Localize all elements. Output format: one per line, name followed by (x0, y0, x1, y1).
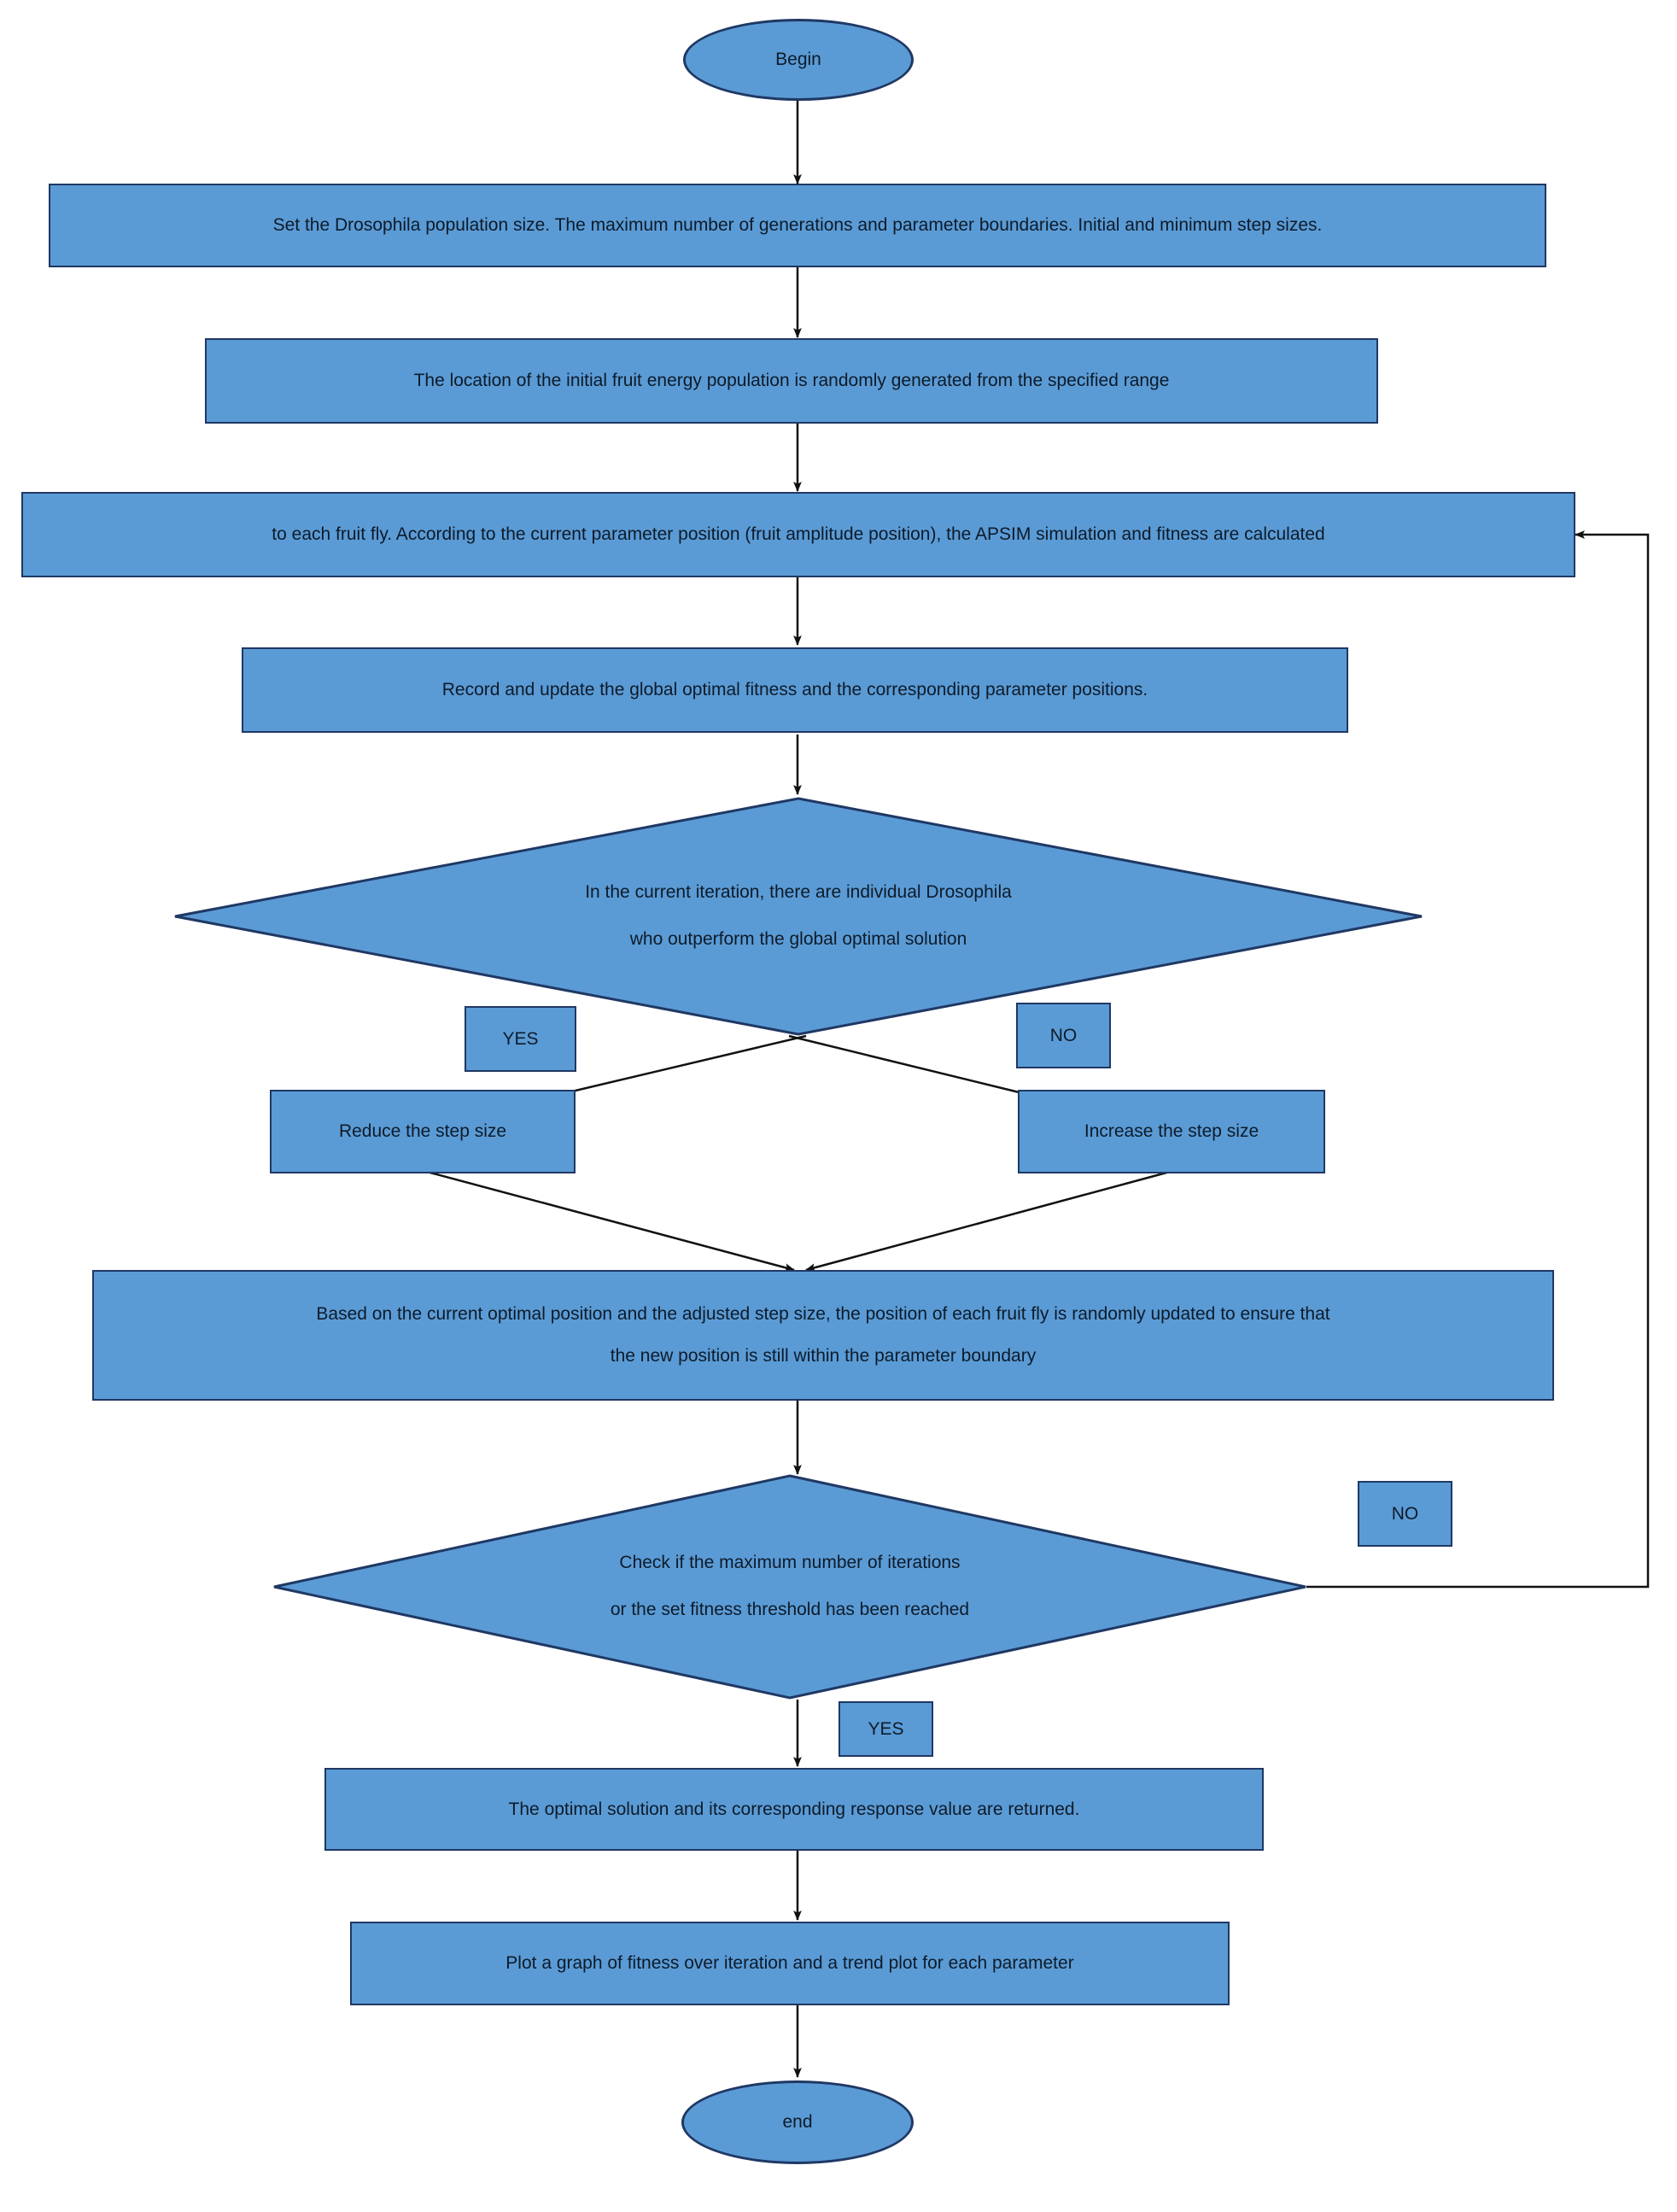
edge-label-no-outperform-text: NO (1049, 1025, 1078, 1045)
node-decision-outperform-text: In the current iteration, there are indi… (360, 869, 1236, 963)
node-record-update-global-best[interactable]: Record and update the global optimal fit… (242, 647, 1348, 733)
node-decision-stop-criteria[interactable]: Check if the maximum number of iteration… (272, 1474, 1308, 1700)
node-update-position-line2: the new position is still within the par… (610, 1345, 1037, 1366)
edge-label-no-outperform: NO (1016, 1003, 1111, 1068)
node-decision-outperform[interactable]: In the current iteration, there are indi… (172, 797, 1424, 1036)
edge-label-yes-finish-text: YES (868, 1718, 904, 1739)
node-set-parameters[interactable]: Set the Drosophila population size. The … (49, 184, 1546, 267)
node-return-optimal-solution-label: The optimal solution and its correspondi… (508, 1799, 1080, 1819)
node-decision-outperform-line2: who outperform the global optimal soluti… (629, 929, 967, 949)
edge-reduce-to-update (426, 1170, 795, 1272)
node-end-label: end (782, 2112, 813, 2133)
edge-label-yes-outperform-text: YES (502, 1028, 539, 1049)
node-begin-label: Begin (775, 50, 821, 70)
edge-increase-to-update (805, 1170, 1171, 1272)
node-end[interactable]: end (681, 2080, 914, 2164)
edge-no-loop-back (1306, 530, 1650, 1589)
node-return-optimal-solution[interactable]: The optimal solution and its correspondi… (324, 1768, 1264, 1851)
decision-outperform-shape (174, 797, 1423, 1036)
node-decision-stop-line2: or the set fitness threshold has been re… (610, 1600, 970, 1619)
node-update-position-line1: Based on the current optimal position an… (316, 1304, 1330, 1325)
node-evaluate-fitness-label: to each fruit fly. According to the curr… (272, 524, 1325, 545)
node-initial-population[interactable]: The location of the initial fruit energy… (205, 338, 1378, 424)
node-decision-stop-line1: Check if the maximum number of iteration… (619, 1553, 961, 1573)
edge-decision-no-to-increase (788, 1034, 1041, 1100)
node-update-position[interactable]: Based on the current optimal position an… (92, 1270, 1554, 1401)
node-reduce-step-size-label: Reduce the step size (338, 1121, 507, 1142)
edge-label-no-loop: NO (1358, 1481, 1452, 1547)
edge-label-yes-outperform: YES (465, 1006, 576, 1072)
edge-label-no-loop-text: NO (1391, 1503, 1419, 1524)
node-set-parameters-label: Set the Drosophila population size. The … (272, 215, 1323, 236)
edge-decision-yes-to-reduce (546, 1034, 807, 1100)
node-reduce-step-size[interactable]: Reduce the step size (270, 1090, 576, 1173)
node-record-update-global-best-label: Record and update the global optimal fit… (441, 680, 1148, 700)
node-decision-stop-text: Check if the maximum number of iteration… (427, 1540, 1153, 1633)
node-plot-graph-label: Plot a graph of fitness over iteration a… (505, 1953, 1074, 1974)
node-plot-graph[interactable]: Plot a graph of fitness over iteration a… (350, 1922, 1230, 2005)
node-increase-step-size[interactable]: Increase the step size (1018, 1090, 1325, 1173)
decision-stop-shape (273, 1474, 1306, 1700)
edge-label-yes-finish: YES (838, 1701, 933, 1757)
node-increase-step-size-label: Increase the step size (1084, 1121, 1259, 1142)
node-begin[interactable]: Begin (683, 19, 914, 101)
node-decision-outperform-line1: In the current iteration, there are indi… (585, 882, 1012, 903)
node-evaluate-fitness[interactable]: to each fruit fly. According to the curr… (21, 492, 1575, 577)
node-initial-population-label: The location of the initial fruit energy… (413, 371, 1170, 391)
